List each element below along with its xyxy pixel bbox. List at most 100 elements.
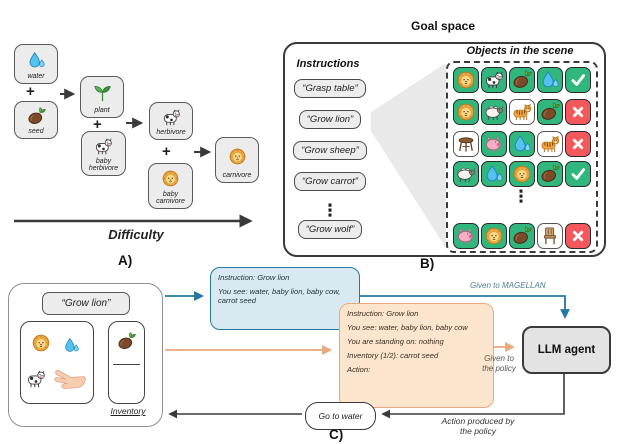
instruction-pill: “Grow carrot”	[294, 172, 366, 191]
object-tile-cow	[481, 67, 507, 93]
inventory-divider	[113, 364, 140, 365]
objects-grid: ⋮	[446, 61, 598, 253]
object-tile-pig	[481, 131, 507, 157]
plant-icon	[93, 84, 112, 103]
water-icon	[540, 70, 560, 90]
object-tile-seed	[509, 67, 535, 93]
label-line: Given to	[484, 354, 514, 363]
action-produced-label: Action produced by the policy	[430, 416, 526, 436]
obs-line: Inventory (1/2): carrot seed	[347, 350, 439, 360]
object-tile-sheep	[481, 99, 507, 125]
seed-icon	[117, 332, 136, 351]
lion-icon	[31, 333, 51, 353]
check-icon	[568, 70, 588, 90]
pig-icon	[456, 226, 476, 246]
ellipsis-dots: ⋮	[321, 201, 339, 220]
label-line: the policy	[482, 363, 516, 373]
table-icon	[456, 134, 476, 154]
difficulty-label: Difficulty	[108, 227, 164, 242]
sheep-icon	[484, 102, 504, 122]
object-tile-seed	[509, 223, 535, 249]
crate-label: herbivore	[156, 129, 186, 137]
plus-sign: +	[93, 116, 102, 133]
crate-baby-herbivore: baby herbivore	[81, 131, 126, 176]
object-tile-lion	[453, 99, 479, 125]
object-tile-chair	[537, 223, 563, 249]
given-to-magellan-label: Given to MAGELLAN	[470, 281, 546, 290]
crate-water: water	[14, 44, 58, 84]
env-scene-box	[20, 321, 94, 404]
section-a-label: A)	[118, 253, 133, 268]
inventory-label: Inventory	[110, 406, 146, 416]
objects-title: Objects in the scene	[466, 45, 574, 57]
goal-space-title: Goal space	[410, 19, 476, 33]
check-icon	[568, 164, 588, 184]
instruction-pill: “Grow sheep”	[293, 141, 367, 160]
water-icon	[27, 51, 46, 70]
instruction-pill: “Grow wolf”	[297, 220, 363, 240]
obs-line: Instruction: Grow lion	[347, 309, 419, 318]
instructions-list: “Grasp table” “Grow lion” “Grow sheep” “Gro…	[284, 77, 376, 249]
environment-box	[8, 283, 163, 427]
lion-icon	[512, 164, 532, 184]
projection-beam	[371, 63, 446, 248]
llm-agent-box: LLM agent	[522, 326, 611, 374]
object-tile-pig	[453, 223, 479, 249]
crate-plant: plant	[80, 76, 124, 118]
magellan-observation-box: Instruction: Grow lion You see: water, b…	[210, 267, 360, 330]
object-tile-water	[537, 67, 563, 93]
water-icon	[484, 164, 504, 184]
crate-label: water	[27, 73, 45, 81]
lion-icon	[228, 147, 247, 166]
instruction-pill: “Grasp table”	[294, 79, 366, 98]
chair-icon	[540, 226, 560, 246]
cow-icon	[94, 137, 113, 156]
object-tile-lion	[509, 161, 535, 187]
section-b-label: B)	[420, 256, 435, 271]
obs-line: Instruction: Grow lion	[218, 273, 290, 282]
seed-icon	[540, 102, 560, 122]
crate-label: baby herbivore	[88, 157, 119, 173]
crate-label: baby carnivore	[156, 190, 185, 206]
tiger-icon	[540, 134, 560, 154]
goal-space-box	[283, 42, 606, 257]
crate-label: carnivore	[222, 172, 252, 180]
crate-seed: seed	[14, 101, 58, 139]
instruction-pill: “Grow lion”	[298, 110, 362, 129]
object-tile-lion	[453, 67, 479, 93]
object-tile-seed	[537, 161, 563, 187]
env-goal-pill: “Grow lion”	[42, 292, 130, 315]
policy-observation-box: Instruction: Grow lion You see: water, b…	[339, 303, 494, 408]
cross-tile	[565, 131, 591, 157]
cow-icon	[162, 108, 181, 127]
magellan-obs-to-llm-arrow	[344, 295, 570, 319]
crate-carnivore: carnivore	[215, 137, 259, 183]
obs-line: You see: water, baby lion, baby cow, car…	[218, 286, 341, 306]
check-tile	[565, 161, 591, 187]
plus-sign: +	[26, 83, 35, 100]
crate-herbivore: herbivore	[149, 102, 193, 140]
crate-baby-carnivore: baby carnivore	[148, 163, 193, 209]
llm-to-action-arrow	[381, 371, 565, 419]
object-tile-table	[453, 131, 479, 157]
label-line: Action produced by	[441, 416, 515, 426]
object-tile-tiger	[509, 99, 535, 125]
cross-icon	[568, 134, 588, 154]
crate-label: plant	[94, 107, 110, 115]
cow-icon	[484, 70, 504, 90]
object-tile-tiger	[537, 131, 563, 157]
hand-icon	[54, 364, 88, 391]
object-tile-lion	[481, 223, 507, 249]
lion-icon	[456, 70, 476, 90]
object-tile-water	[481, 161, 507, 187]
label-line: the policy	[460, 426, 496, 437]
given-to-policy-label: Given to the policy	[476, 354, 522, 373]
lion-icon	[161, 169, 180, 188]
seed-icon	[512, 70, 532, 90]
pig-icon	[484, 134, 504, 154]
env-inventory-box	[108, 321, 145, 404]
seed-icon	[540, 164, 560, 184]
obs-line: Action:	[347, 364, 371, 374]
